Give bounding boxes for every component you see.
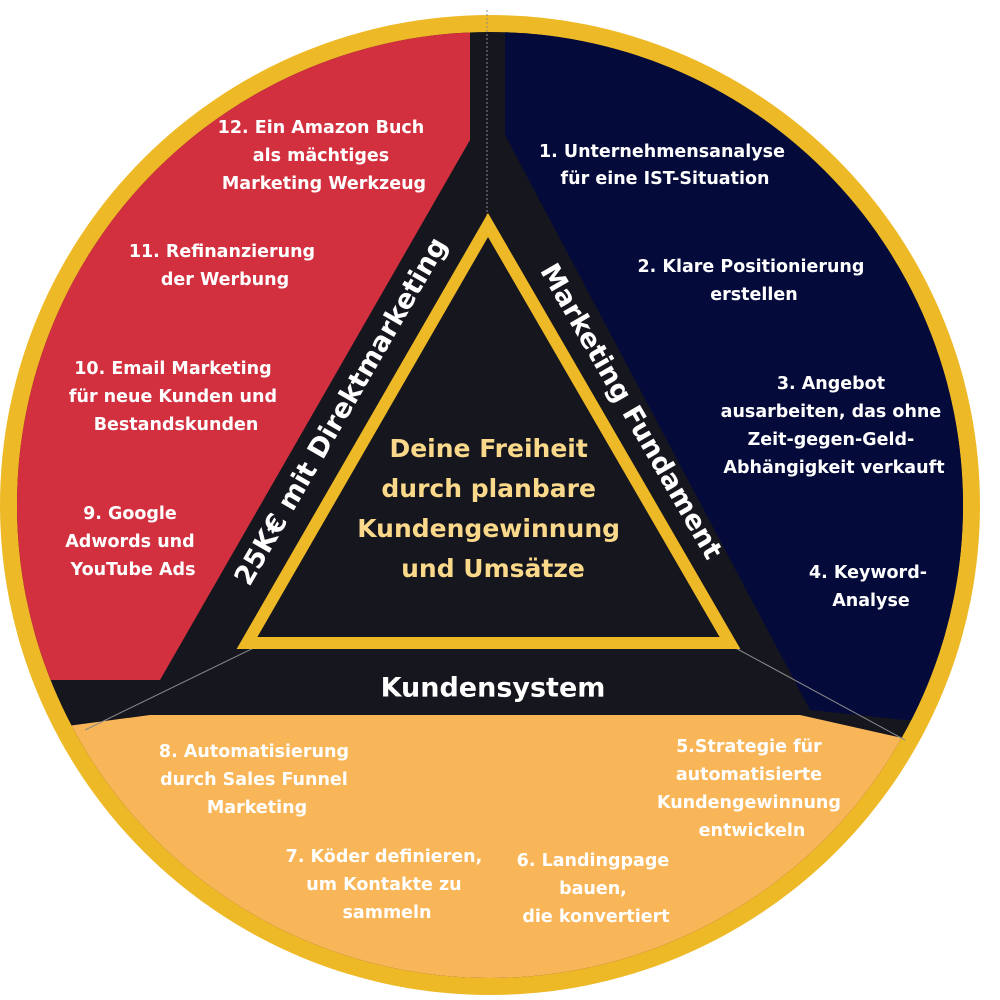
center-line: Deine Freiheit [389,434,587,463]
item-10: 10. Email Marketing für neue Kunden und … [69,359,283,435]
band-label-bottom: Kundensystem [381,673,606,704]
divider-line-right [729,644,906,741]
item-5: 5.Strategie für automatisierte Kundengew… [657,737,847,841]
center-line: durch planbare [381,474,596,503]
item-6: 6. Landingpage bauen, die konvertiert [517,851,676,927]
item-9: 9. Google Adwords und YouTube Ads [65,504,200,580]
item-3: 3. Angebot ausarbeiten, das ohne Zeit-ge… [721,374,948,478]
item-11: 11. Refinanzierung der Werbung [129,242,321,290]
center-text: Deine Freiheit durch planbare Kundengewi… [357,434,629,583]
center-line: und Umsätze [401,554,585,583]
item-1: 1. Unternehmensanalyse für eine IST-Situ… [539,142,791,189]
divider-line-left [84,639,271,731]
item-12: 12. Ein Amazon Buch als mächtiges Market… [218,118,431,194]
item-8: 8. Automatisierung durch Sales Funnel Ma… [159,742,355,818]
item-2: 2. Klare Positionierung erstellen [637,257,870,305]
item-4: 4. Keyword- Analyse [809,563,933,611]
center-triangle [236,213,741,649]
item-7: 7. Köder definieren, um Kontakte zu samm… [286,847,489,923]
center-line: Kundengewinnung [357,514,620,543]
